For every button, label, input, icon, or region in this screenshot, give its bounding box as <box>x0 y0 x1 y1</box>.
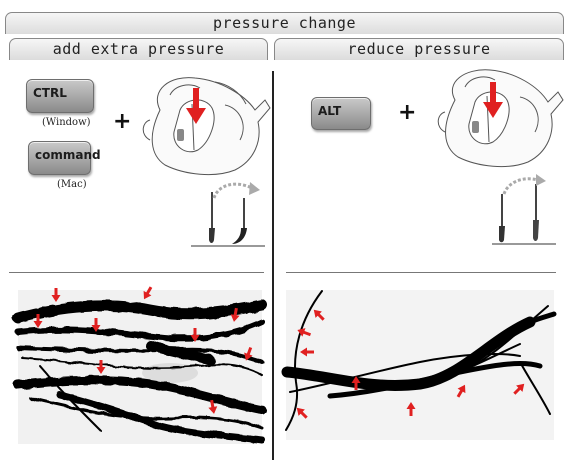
ctrl-key: CTRL <box>26 79 94 113</box>
left-separator <box>9 272 264 273</box>
plus-sign-left: + <box>113 109 132 134</box>
reduce-pressure-tab: reduce pressure <box>274 38 564 60</box>
red-arrow-icon <box>313 309 325 321</box>
red-arrow-icon <box>513 383 525 395</box>
red-arrow-icon <box>33 314 43 328</box>
red-arrow-icon <box>296 407 308 419</box>
red-arrow-icon <box>96 360 106 374</box>
red-arrow-icon <box>143 286 153 300</box>
red-arrow-icon <box>244 346 253 361</box>
red-arrow-icon <box>208 399 218 414</box>
red-arrow-icon <box>406 402 416 416</box>
pressure-change-tab: pressure change <box>5 12 564 34</box>
center-divider <box>272 71 274 460</box>
red-arrow-icon <box>300 347 314 357</box>
window-caption: (Window) <box>42 117 91 128</box>
red-arrow-icon <box>230 307 240 322</box>
red-arrow-icon <box>190 328 200 342</box>
red-arrow-icon <box>456 384 466 398</box>
alt-key: ALT <box>311 97 371 130</box>
plus-sign-right: + <box>398 100 417 125</box>
red-arrow-icon <box>297 328 312 337</box>
mac-caption: (Mac) <box>57 179 87 190</box>
command-key: command <box>28 141 101 175</box>
right-separator <box>286 272 556 273</box>
red-arrow-icon <box>351 376 361 390</box>
add-extra-pressure-tab: add extra pressure <box>9 38 268 60</box>
red-arrow-icon <box>91 318 101 332</box>
red-arrow-icon <box>51 288 61 302</box>
